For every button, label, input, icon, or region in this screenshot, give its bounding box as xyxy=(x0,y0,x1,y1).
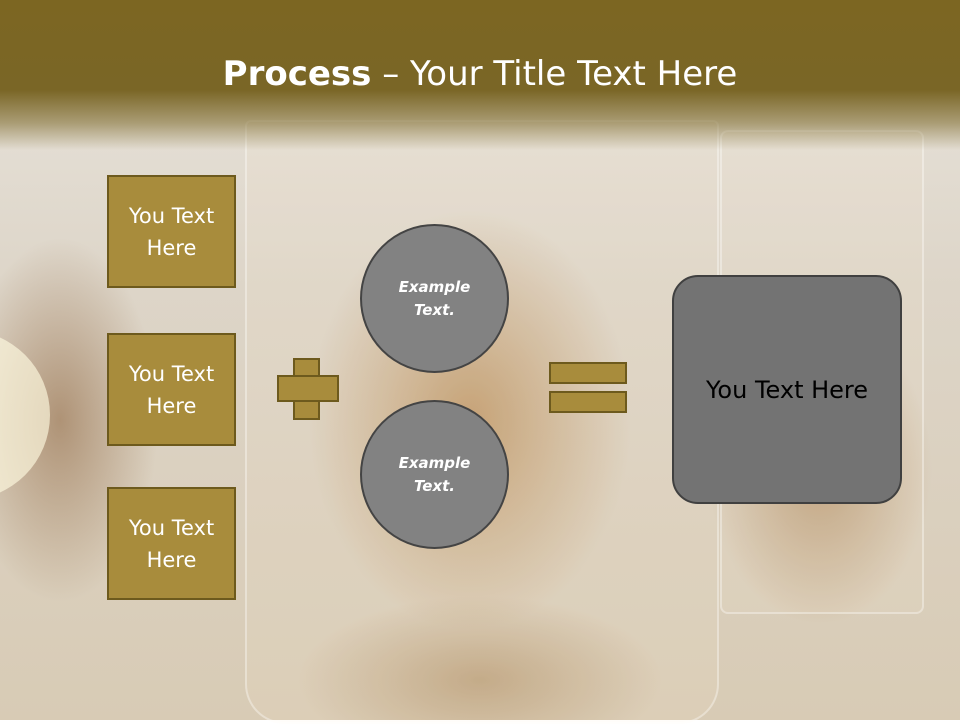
equals-top-bar xyxy=(549,362,627,384)
title-rest: Your Title Text Here xyxy=(410,54,738,94)
left-box-2[interactable]: You Text Here xyxy=(107,333,236,446)
left-box-text: You Text Here xyxy=(128,203,215,260)
left-box-1[interactable]: You Text Here xyxy=(107,175,236,288)
left-box-text: You Text Here xyxy=(128,515,215,572)
equals-bottom-bar xyxy=(549,391,627,413)
left-box-text: You Text Here xyxy=(128,361,215,418)
title-band xyxy=(0,0,960,150)
left-box-3[interactable]: You Text Here xyxy=(107,487,236,600)
title-dash: – xyxy=(371,54,411,94)
circle-text: Example Text. xyxy=(398,453,471,495)
bottle-shape xyxy=(0,330,50,500)
result-box[interactable]: You Text Here xyxy=(672,275,902,504)
title-bold: Process xyxy=(222,54,372,94)
result-text: You Text Here xyxy=(705,375,869,404)
plus-center xyxy=(295,377,318,400)
example-circle-2[interactable]: Example Text. xyxy=(360,400,509,549)
slide-title[interactable]: Process – Your Title Text Here xyxy=(0,54,960,94)
example-circle-1[interactable]: Example Text. xyxy=(360,224,509,373)
circle-text: Example Text. xyxy=(398,277,471,319)
